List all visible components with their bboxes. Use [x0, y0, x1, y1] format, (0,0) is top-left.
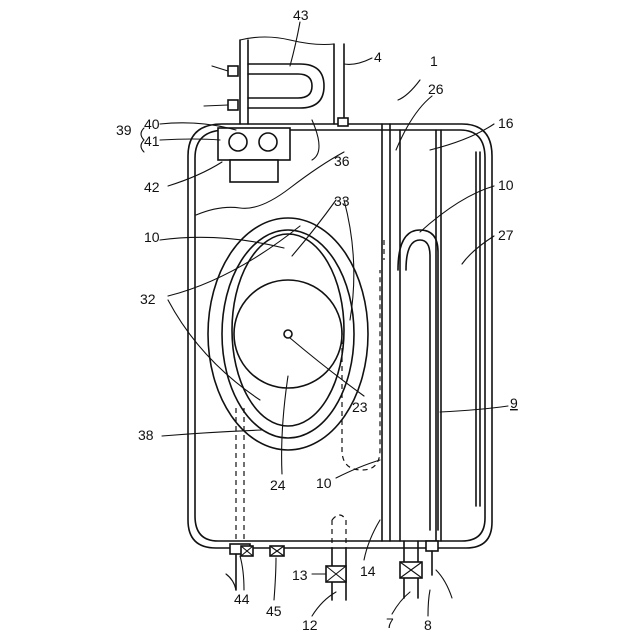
label-24: 24 [270, 477, 286, 493]
label-42: 42 [144, 179, 160, 195]
label-9: 9 [510, 395, 518, 411]
label-44: 44 [234, 591, 250, 607]
label-36: 36 [334, 153, 350, 169]
label-12: 12 [302, 617, 318, 633]
label-23: 23 [352, 399, 368, 415]
label-40: 40 [144, 116, 160, 132]
label-38: 38 [138, 427, 154, 443]
label-1: 1 [430, 53, 438, 69]
label-26: 26 [428, 81, 444, 97]
label-8: 8 [424, 617, 432, 633]
label-13: 13 [292, 567, 308, 583]
top-left-valve-device [196, 128, 344, 215]
label-33: 33 [334, 193, 350, 209]
label-10-bottom: 10 [316, 475, 332, 491]
label-10-left: 10 [144, 229, 160, 245]
bottom-fittings [226, 541, 452, 600]
label-41: 41 [144, 133, 160, 149]
label-43: 43 [293, 7, 309, 23]
label-4: 4 [374, 49, 382, 65]
label-27: 27 [498, 227, 514, 243]
u-tube [236, 230, 438, 548]
label-39: 39 [116, 122, 132, 138]
right-side-ducts [382, 124, 480, 541]
label-45: 45 [266, 603, 282, 619]
label-7: 7 [386, 615, 394, 631]
label-14: 14 [360, 563, 376, 579]
label-10-right: 10 [498, 177, 514, 193]
burner-assembly [208, 218, 368, 450]
label-32: 32 [140, 291, 156, 307]
top-pipe-assembly [204, 37, 348, 126]
label-16: 16 [498, 115, 514, 131]
